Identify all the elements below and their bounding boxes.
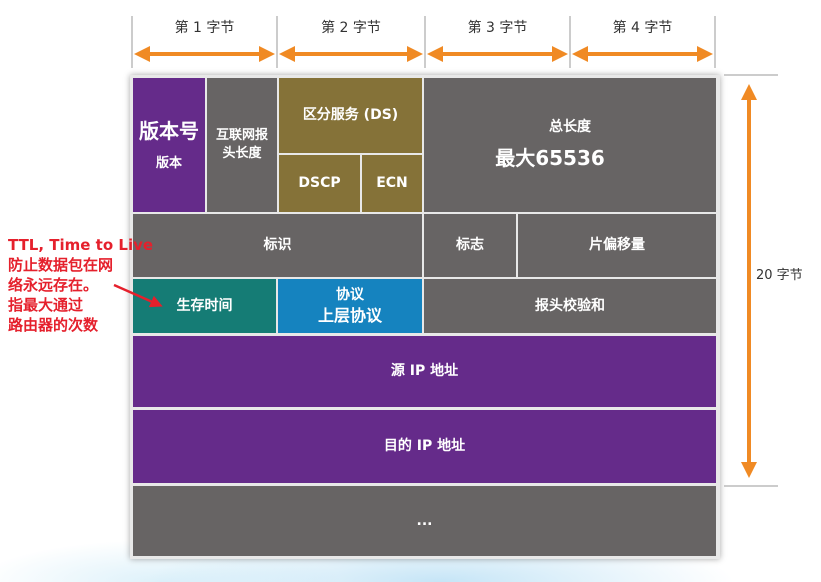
checksum-label: 报头校验和 (535, 297, 605, 314)
header-size-label: 20 字节 (756, 268, 803, 283)
dest-ip-label: 目的 IP 地址 (383, 438, 466, 455)
byte-dividers (131, 16, 716, 68)
source-ip-field: 源 IP 地址 (133, 336, 716, 407)
protocol-field: 协议 上层协议 (278, 279, 422, 333)
total-length-label: 总长度 (549, 119, 591, 136)
checksum-field: 报头校验和 (424, 279, 716, 333)
version-big-label: 版本号 (139, 118, 199, 143)
identification-field: 标识 (133, 214, 422, 277)
ttl-pointer-arrow (113, 283, 163, 308)
protocol-label: 协议 (336, 286, 364, 303)
ecn-label: ECN (376, 175, 408, 192)
source-ip-label: 源 IP 地址 (390, 363, 459, 380)
total-length-max-label: 最大65536 (495, 145, 605, 170)
ip-header-diagram: 版本号 版本 互联网报头长度 区分服务 (DS) DSCP ECN 总长度 最大… (130, 75, 720, 559)
dscp-field: DSCP (279, 155, 360, 212)
ttl-annotation-line: 络永远存在。 (8, 276, 99, 294)
ttl-label: 生存时间 (176, 297, 233, 314)
byte-2-header: 第 2 字节 (321, 20, 381, 36)
ds-field: 区分服务 (DS) (279, 78, 422, 153)
ecn-field: ECN (362, 155, 422, 212)
fragment-offset-field: 片偏移量 (518, 214, 716, 277)
options-field: ... (133, 486, 716, 556)
fragment-offset-label: 片偏移量 (589, 237, 645, 254)
byte-4-header: 第 4 字节 (612, 20, 673, 36)
identification-label: 标识 (263, 237, 292, 254)
version-label: 版本 (155, 155, 182, 171)
ttl-annotation: TTL, Time to Live 防止数据包在网 络永远存在。 指最大通过 路… (8, 235, 158, 335)
ds-label: 区分服务 (DS) (302, 107, 399, 124)
ttl-annotation-line: 路由器的次数 (8, 316, 99, 334)
flags-field: 标志 (424, 214, 516, 277)
protocol-note-label: 上层协议 (317, 305, 382, 325)
ttl-annotation-line: 指最大通过 (8, 296, 84, 314)
flags-label: 标志 (456, 237, 484, 254)
options-label: ... (416, 512, 433, 529)
ihl-field: 互联网报头长度 (207, 78, 277, 212)
total-length-field: 总长度 最大65536 (424, 78, 716, 212)
version-field: 版本号 版本 (133, 78, 205, 212)
ihl-label: 互联网报头长度 (215, 128, 268, 161)
byte-1-header: 第 1 字节 (174, 20, 235, 36)
dest-ip-field: 目的 IP 地址 (133, 410, 716, 483)
ttl-annotation-line: 防止数据包在网 (8, 256, 114, 274)
byte-3-header: 第 3 字节 (467, 20, 528, 36)
ttl-annotation-line: TTL, Time to Live (8, 236, 154, 254)
dscp-label: DSCP (298, 175, 341, 192)
